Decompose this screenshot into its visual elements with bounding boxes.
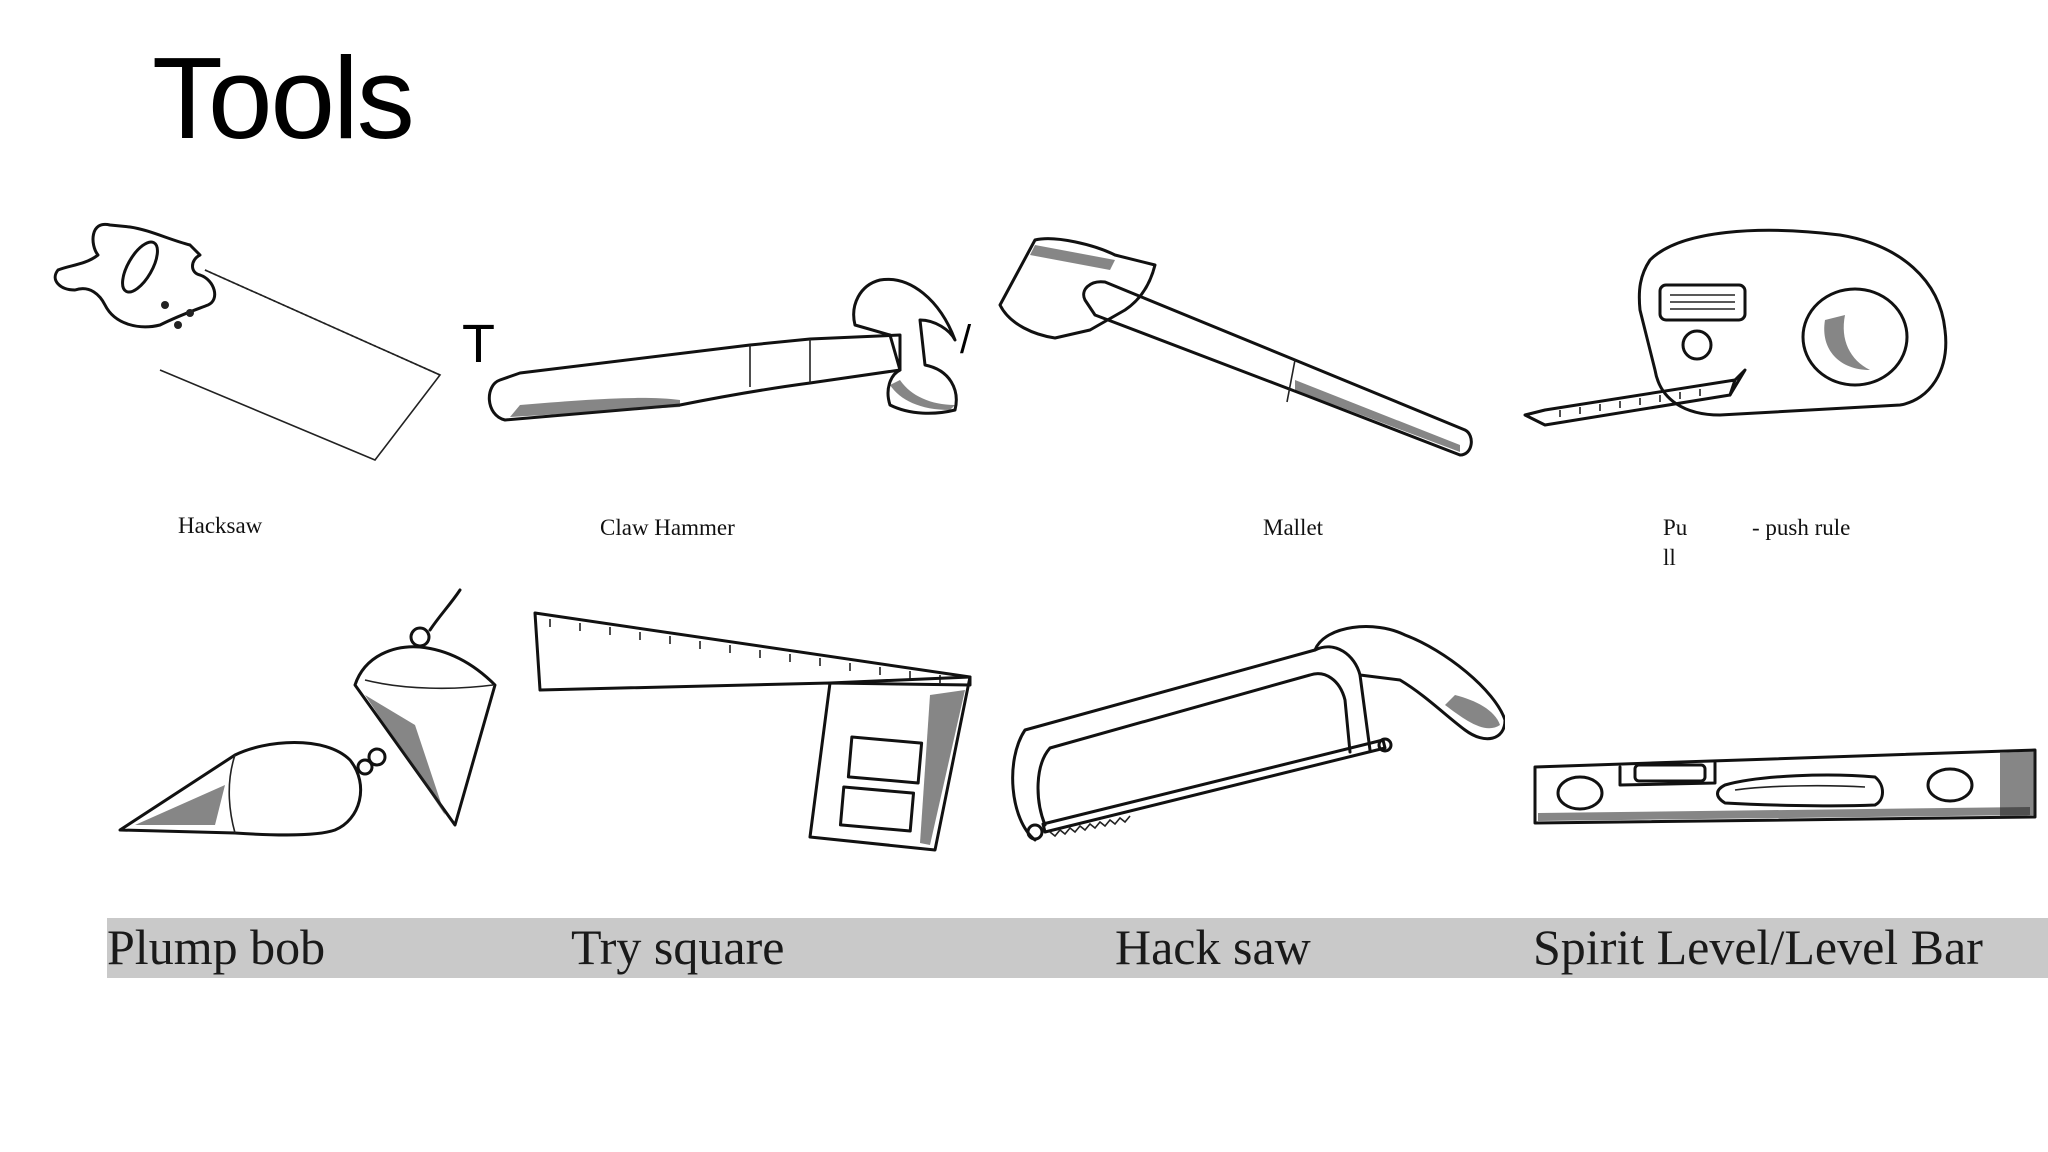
label-plumb-bob: Plump bob [107,919,326,975]
hack-saw-icon [1005,620,1505,850]
caption-push-rule: - push rule [1752,515,1851,540]
claw-hammer-icon [480,275,970,430]
slide-title: Tools [152,33,415,163]
stray-mark: / [960,318,972,362]
mallet-icon [995,230,1485,470]
caption-pull-part-1: Pu [1663,515,1688,540]
caption-mallet: Mallet [1263,515,1324,540]
label-try-square: Try square [571,919,785,975]
tenon-saw-icon [30,215,450,475]
tape-measure-icon [1520,220,1950,445]
caption-hacksaw: Hacksaw [178,513,263,538]
label-hack-saw: Hack saw [1115,919,1311,975]
spirit-level-icon [1530,745,2040,840]
caption-pull-part-2: ll [1663,545,1676,570]
label-spirit-level: Spirit Level/Level Bar [1533,919,1983,975]
try-square-icon [530,605,980,860]
stray-letter: T [462,314,495,374]
caption-claw-hammer: Claw Hammer [600,515,735,540]
label-band [107,918,2048,978]
plumb-bob-icon [115,585,505,845]
